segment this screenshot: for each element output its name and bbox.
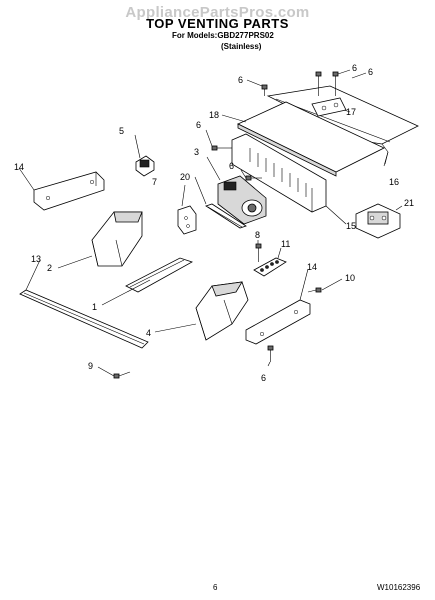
part-20-thin-duct[interactable] bbox=[205, 203, 247, 229]
part-1-vent-strip[interactable] bbox=[125, 257, 193, 293]
screw-9[interactable] bbox=[113, 371, 131, 379]
callout-9: 9 bbox=[88, 361, 93, 371]
callout-21: 21 bbox=[404, 198, 414, 208]
page-number: 6 bbox=[213, 583, 218, 592]
part-3-blower-fan[interactable] bbox=[217, 175, 267, 225]
screw-6-top-far-left[interactable] bbox=[261, 84, 268, 96]
callout-8: 8 bbox=[255, 230, 260, 240]
callout-3: 3 bbox=[194, 147, 199, 157]
callout-16: 16 bbox=[389, 177, 399, 187]
screw-6-lower[interactable] bbox=[267, 345, 274, 362]
screw-6-top-left[interactable] bbox=[315, 71, 322, 96]
part-18-top-panel[interactable] bbox=[237, 101, 385, 177]
callout-20: 20 bbox=[180, 172, 190, 182]
callout-4: 4 bbox=[146, 328, 151, 338]
part-21-damper-bracket[interactable] bbox=[355, 203, 401, 239]
diagram-title: TOP VENTING PARTS bbox=[146, 16, 289, 31]
models-line: For Models:GBD277PRS02 bbox=[172, 31, 274, 40]
callout-14: 14 bbox=[14, 162, 24, 172]
callout-6: 6 bbox=[229, 161, 234, 171]
part-2-duct-elbow[interactable] bbox=[91, 211, 143, 267]
callout-6: 6 bbox=[368, 67, 373, 77]
callouts: 6 6 6 17 18 5 6 3 6 14 7 20 16 15 21 8 1… bbox=[14, 63, 414, 383]
callout-6: 6 bbox=[196, 120, 201, 130]
screw-10[interactable] bbox=[307, 287, 322, 293]
callout-7: 7 bbox=[152, 177, 157, 187]
callout-6: 6 bbox=[238, 75, 243, 85]
watermark-text: AppliancePartsPros.com bbox=[125, 4, 310, 21]
variant-label: (Stainless) bbox=[221, 42, 262, 51]
callout-6: 6 bbox=[352, 63, 357, 73]
part-14-right-bracket[interactable] bbox=[245, 299, 311, 345]
callout-13: 13 bbox=[31, 254, 41, 264]
callout-11: 11 bbox=[281, 239, 290, 249]
part-4-duct-housing[interactable] bbox=[195, 281, 249, 341]
screw-6-panel-left[interactable] bbox=[211, 145, 232, 151]
part-13-long-rail[interactable] bbox=[19, 289, 149, 349]
screw-8[interactable] bbox=[255, 243, 262, 262]
document-number: W10162396 bbox=[377, 583, 421, 592]
part-14-left-bracket[interactable] bbox=[33, 171, 105, 211]
callout-17: 17 bbox=[346, 107, 356, 117]
callout-10: 10 bbox=[345, 273, 355, 283]
part-11-terminal-block[interactable] bbox=[253, 257, 287, 277]
callout-15: 15 bbox=[346, 221, 356, 231]
leader-lines bbox=[18, 69, 403, 377]
part-17-bracket[interactable] bbox=[311, 97, 347, 117]
callout-1: 1 bbox=[92, 302, 97, 312]
callout-2: 2 bbox=[47, 263, 52, 273]
part-5-switch[interactable] bbox=[135, 155, 155, 177]
part-7-small-bracket[interactable] bbox=[177, 205, 197, 235]
callout-18: 18 bbox=[209, 110, 219, 120]
callout-14: 14 bbox=[307, 262, 317, 272]
callout-6: 6 bbox=[261, 373, 266, 383]
callout-5: 5 bbox=[119, 126, 124, 136]
